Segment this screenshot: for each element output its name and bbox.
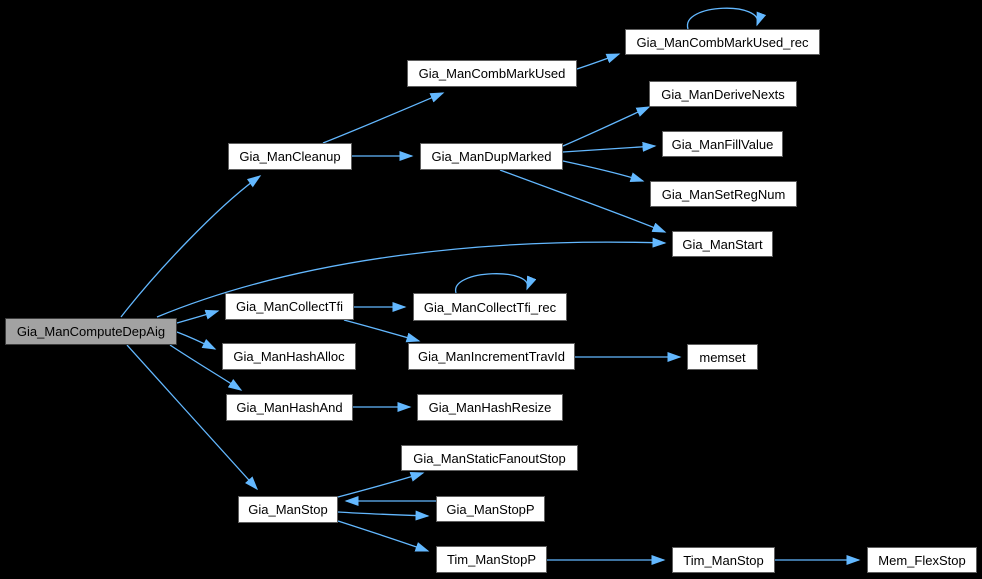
edge-stop-to-staticfanoutstop bbox=[337, 472, 425, 498]
node-collecttfi_rec[interactable]: Gia_ManCollectTfi_rec bbox=[413, 293, 567, 321]
node-timmanstopp[interactable]: Tim_ManStopP bbox=[436, 546, 547, 573]
edge-collecttfi-to-incrementtravid bbox=[343, 319, 421, 343]
node-combmarkused_rec[interactable]: Gia_ManCombMarkUsed_rec bbox=[625, 29, 820, 55]
node-staticfanoutstop[interactable]: Gia_ManStaticFanoutStop bbox=[401, 445, 578, 471]
node-stopp[interactable]: Gia_ManStopP bbox=[436, 496, 545, 522]
node-start[interactable]: Gia_ManStart bbox=[672, 231, 773, 257]
edge-computedepaig-to-start bbox=[156, 237, 667, 318]
edge-combmarkused-to-combmarkused_rec bbox=[576, 53, 621, 70]
edge-computedepaig-to-stop bbox=[126, 344, 258, 491]
edge-dupmarked-to-fillvalue bbox=[562, 141, 657, 153]
edge-dupmarked-to-start bbox=[499, 169, 667, 233]
node-timmanstop[interactable]: Tim_ManStop bbox=[672, 547, 775, 573]
edge-self-loop-combmarkused_rec bbox=[687, 7, 767, 30]
node-collecttfi[interactable]: Gia_ManCollectTfi bbox=[225, 293, 354, 320]
edge-self-loop-collecttfi_rec bbox=[455, 273, 537, 294]
edge-computedepaig-to-hashand bbox=[169, 344, 243, 391]
edge-dupmarked-to-setregnum bbox=[562, 160, 645, 182]
edge-cleanup-to-combmarkused bbox=[322, 92, 445, 144]
edge-computedepaig-to-cleanup bbox=[120, 175, 262, 318]
edge-stop-to-timmanstopp bbox=[337, 520, 430, 552]
node-derivenexts[interactable]: Gia_ManDeriveNexts bbox=[649, 81, 797, 107]
node-incrementtravid[interactable]: Gia_ManIncrementTravId bbox=[408, 343, 575, 370]
node-memset[interactable]: memset bbox=[687, 344, 758, 370]
node-fillvalue[interactable]: Gia_ManFillValue bbox=[662, 131, 783, 157]
node-combmarkused[interactable]: Gia_ManCombMarkUsed bbox=[407, 60, 577, 87]
node-memflexstop[interactable]: Mem_FlexStop bbox=[867, 547, 977, 573]
node-hashalloc[interactable]: Gia_ManHashAlloc bbox=[222, 343, 356, 370]
node-dupmarked[interactable]: Gia_ManDupMarked bbox=[420, 143, 563, 170]
node-hashresize[interactable]: Gia_ManHashResize bbox=[417, 394, 563, 421]
edge-computedepaig-to-hashalloc bbox=[176, 331, 217, 350]
node-setregnum[interactable]: Gia_ManSetRegNum bbox=[650, 181, 797, 207]
node-computedepaig: Gia_ManComputeDepAig bbox=[5, 318, 177, 345]
node-stop[interactable]: Gia_ManStop bbox=[238, 496, 338, 523]
edge-dupmarked-to-derivenexts bbox=[562, 106, 651, 147]
edge-computedepaig-to-collecttfi bbox=[176, 309, 220, 324]
edge-stop-to-stopp bbox=[337, 510, 430, 521]
node-hashand[interactable]: Gia_ManHashAnd bbox=[226, 394, 353, 421]
node-cleanup[interactable]: Gia_ManCleanup bbox=[228, 143, 352, 170]
